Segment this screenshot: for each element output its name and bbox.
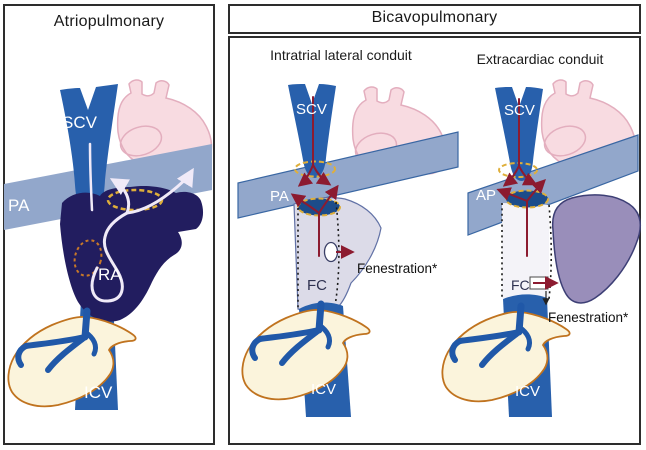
bicavopulmonary-title: Bicavopulmonary <box>371 9 498 26</box>
panel-bicavopulmonary-body <box>228 36 641 445</box>
extracardiac-subtitle: Extracardiac conduit <box>476 51 604 67</box>
intratrial-subtitle: Intratrial lateral conduit <box>270 47 412 63</box>
atriopulmonary-title: Atriopulmonary <box>53 13 165 30</box>
panel-bicavopulmonary-header <box>228 4 641 34</box>
panel-atriopulmonary <box>3 4 215 445</box>
